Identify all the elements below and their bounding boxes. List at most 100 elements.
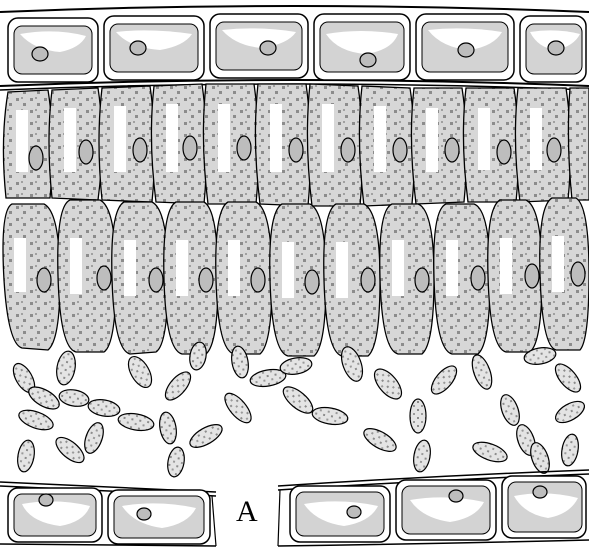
spongy-cell xyxy=(470,438,509,465)
nucleus xyxy=(347,506,361,518)
spongy-cell xyxy=(166,446,187,478)
nucleus xyxy=(97,266,111,290)
palisade-cell xyxy=(359,86,414,206)
nucleus xyxy=(471,266,485,290)
spongy-cell xyxy=(117,411,155,433)
nucleus xyxy=(497,140,511,164)
nucleus xyxy=(571,262,585,286)
spongy-cell xyxy=(279,355,313,376)
nucleus xyxy=(360,53,376,67)
spongy-cell xyxy=(360,424,399,456)
spongy-cell xyxy=(52,433,88,467)
nucleus xyxy=(39,494,53,506)
palisade-cell xyxy=(255,84,310,206)
nucleus xyxy=(130,41,146,55)
spongy-cell xyxy=(279,382,317,417)
palisade-cell xyxy=(99,86,155,202)
palisade-cell xyxy=(515,88,570,202)
palisade-cell xyxy=(307,84,362,206)
spongy-cell xyxy=(559,433,580,467)
nucleus xyxy=(32,47,48,61)
nucleus xyxy=(137,508,151,520)
palisade-cell xyxy=(49,88,102,200)
nucleus xyxy=(449,490,463,502)
spongy-cell xyxy=(410,399,426,433)
palisade-layer-lower xyxy=(3,198,589,356)
nucleus xyxy=(237,136,251,160)
nucleus xyxy=(251,268,265,292)
spongy-cell xyxy=(427,362,461,398)
stoma-label: A xyxy=(236,497,258,527)
lower-epidermis-cell xyxy=(290,486,390,542)
lower-epidermis-right xyxy=(278,470,589,546)
upper-epidermis-cell xyxy=(104,16,204,80)
upper-epidermis-cell xyxy=(416,14,514,80)
nucleus xyxy=(29,146,43,170)
lower-epidermis-cell xyxy=(108,490,210,544)
nucleus xyxy=(393,138,407,162)
nucleus xyxy=(289,138,303,162)
nucleus xyxy=(341,138,355,162)
nucleus xyxy=(149,268,163,292)
spongy-cell xyxy=(81,420,107,456)
lower-epidermis-cell xyxy=(8,488,102,542)
spongy-cell xyxy=(311,405,349,427)
palisade-cell xyxy=(58,200,116,352)
nucleus xyxy=(547,138,561,162)
spongy-cell xyxy=(370,364,407,403)
nucleus xyxy=(133,138,147,162)
palisade-cell xyxy=(324,204,380,356)
spongy-cell xyxy=(15,439,36,473)
upper-epidermis-cell xyxy=(314,14,410,80)
nucleus xyxy=(305,270,319,294)
palisade-cell xyxy=(203,84,258,204)
palisade-cell xyxy=(380,204,434,354)
nucleus xyxy=(548,41,564,55)
nucleus xyxy=(415,268,429,292)
palisade-cell xyxy=(463,88,518,202)
spongy-cell xyxy=(468,352,495,391)
nucleus xyxy=(361,268,375,292)
palisade-cell xyxy=(3,90,52,198)
palisade-cell xyxy=(270,204,326,356)
spongy-cell xyxy=(54,350,78,387)
palisade-cell xyxy=(411,88,466,204)
lower-epidermis-left xyxy=(0,482,216,546)
nucleus xyxy=(525,264,539,288)
spongy-cell xyxy=(551,360,585,396)
nucleus xyxy=(533,486,547,498)
lower-epidermis-cell xyxy=(502,476,586,538)
spongy-cell xyxy=(16,406,55,433)
palisade-cell xyxy=(216,202,272,354)
palisade-cell xyxy=(568,88,589,200)
palisade-cell xyxy=(112,202,168,354)
upper-epidermis xyxy=(0,6,589,90)
nucleus xyxy=(37,268,51,292)
nucleus xyxy=(260,41,276,55)
spongy-cell xyxy=(220,389,255,427)
palisade-cell xyxy=(164,202,218,354)
spongy-cell xyxy=(411,439,432,473)
lower-epidermis-cell xyxy=(396,480,496,540)
spongy-cell xyxy=(552,397,588,427)
palisade-cell xyxy=(434,204,490,354)
spongy-cell xyxy=(161,368,195,404)
spongy-cell xyxy=(58,388,90,409)
nucleus xyxy=(183,136,197,160)
palisade-cell xyxy=(488,200,542,352)
upper-epidermis-cell xyxy=(8,18,98,82)
spongy-cell xyxy=(497,392,523,428)
spongy-cell xyxy=(157,411,178,445)
palisade-layer-upper xyxy=(3,84,589,206)
spongy-cell xyxy=(186,420,225,452)
palisade-cell xyxy=(540,198,589,350)
palisade-cell xyxy=(151,84,206,204)
nucleus xyxy=(458,43,474,57)
nucleus xyxy=(79,140,93,164)
upper-epidermis-cell xyxy=(520,16,586,82)
spongy-mesophyll xyxy=(9,341,588,478)
nucleus xyxy=(199,268,213,292)
spongy-cell xyxy=(87,397,121,418)
upper-epidermis-cell xyxy=(210,14,308,78)
